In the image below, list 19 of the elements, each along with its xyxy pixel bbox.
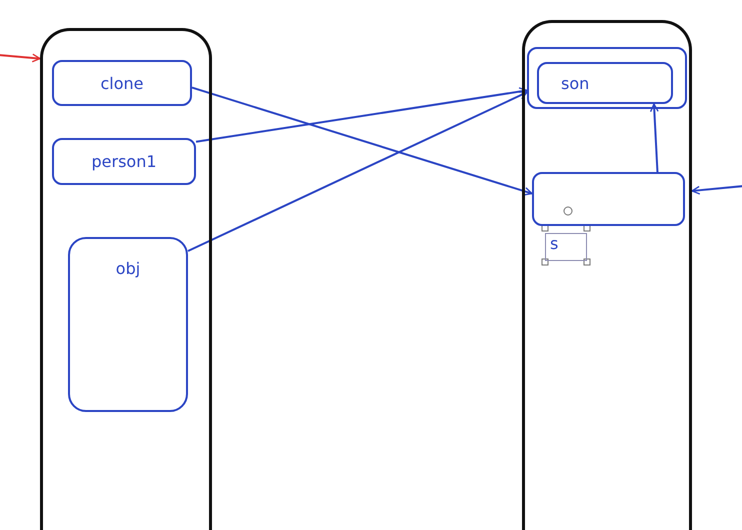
arrow	[192, 86, 533, 196]
variable-box	[52, 60, 192, 106]
variable-name: person1	[91, 152, 157, 171]
variable-box	[68, 237, 188, 412]
variable-name: clone	[100, 74, 144, 92]
value-box	[527, 47, 687, 109]
value-box	[532, 172, 685, 226]
arrow	[196, 87, 528, 143]
memory-column	[40, 28, 212, 530]
arrow	[188, 91, 528, 252]
variable-box	[52, 138, 196, 185]
text-label: s	[545, 233, 587, 261]
memory-column	[522, 20, 692, 530]
variable-name: obj	[116, 259, 140, 278]
variable-box	[537, 62, 673, 104]
variable-name: son	[561, 74, 590, 92]
arrow	[0, 54, 41, 62]
arrow	[691, 185, 742, 195]
arrow	[650, 103, 659, 172]
